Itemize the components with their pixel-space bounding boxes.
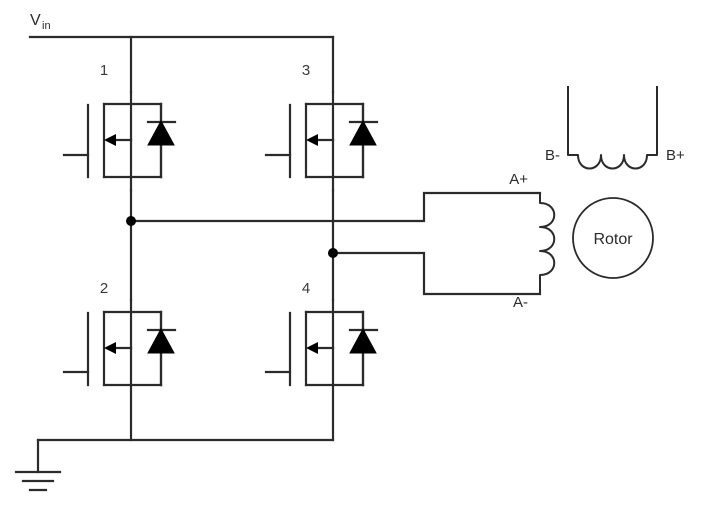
mosfet-2[interactable]: 2	[62, 280, 163, 442]
mosfet-1-body-arrow-head	[104, 134, 116, 146]
coil-a: A+ A-	[509, 171, 556, 311]
rotor: Rotor	[572, 197, 654, 279]
supply-rail	[28, 35, 335, 94]
vin-subscript-label: in	[42, 20, 51, 32]
coil-a-plus-wire	[129, 191, 542, 223]
mosfet-4[interactable]: 4	[264, 280, 365, 442]
rotor-circle	[572, 197, 654, 279]
coil-b-winding	[567, 86, 658, 170]
diode-1	[146, 102, 177, 179]
mosfet-2-body-arrow-head	[104, 342, 116, 354]
coil-a-winding	[539, 193, 556, 294]
mosfet-3[interactable]: 3	[264, 62, 365, 192]
mosfet-3-body-arrow-head	[306, 134, 318, 146]
mosfet-1[interactable]: 1	[62, 62, 163, 192]
mosfet-1-label: 1	[100, 62, 108, 79]
diode-3-anode-triangle	[349, 119, 377, 146]
coil-a-minus-wire	[331, 251, 542, 296]
coil-b-plus-label: B+	[666, 147, 685, 164]
node-dot-left	[126, 216, 136, 226]
diode-3	[348, 102, 379, 179]
vin-label-group: V in	[30, 12, 51, 32]
coil-b-minus-label: B-	[545, 147, 560, 164]
coil-a-minus-label: A-	[513, 294, 528, 311]
diode-2-anode-triangle	[147, 327, 175, 354]
phase-wiring	[126, 188, 542, 302]
coil-b: B- B+	[545, 86, 685, 170]
node-dot-right	[328, 248, 338, 258]
ground-network	[14, 438, 335, 492]
mosfet-4-body-arrow-head	[306, 342, 318, 354]
mosfet-2-label: 2	[100, 280, 108, 297]
mosfet-4-label: 4	[302, 280, 310, 297]
diode-4-anode-triangle	[349, 327, 377, 354]
diode-4	[348, 310, 379, 387]
diode-1-anode-triangle	[147, 119, 175, 146]
rotor-label: Rotor	[593, 231, 633, 248]
vin-label: V	[30, 12, 41, 29]
diode-2	[146, 310, 177, 387]
coil-a-plus-label: A+	[509, 171, 528, 188]
mosfet-3-label: 3	[302, 62, 310, 79]
